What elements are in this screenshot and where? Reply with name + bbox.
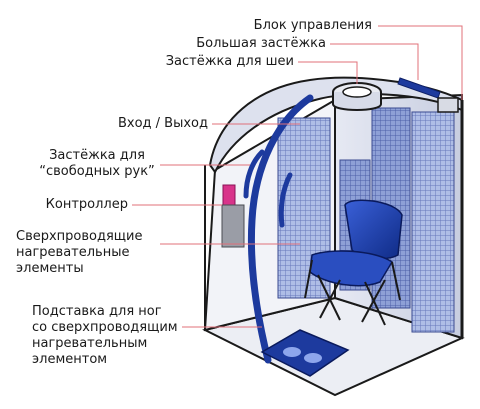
label-handsfree-zipper: Застёжка для “свободных рук”	[38, 148, 156, 180]
leader-neck-zipper	[298, 61, 358, 84]
label-big-zipper: Большая застёжка	[196, 36, 326, 51]
label-handsfree-line2: “свободных рук”	[39, 164, 155, 179]
leader-lines	[132, 25, 463, 328]
label-footrest-line4: элементом	[32, 352, 108, 367]
label-controller: Контроллер	[45, 197, 128, 212]
label-heating-line2: нагревательные	[16, 245, 130, 260]
label-control-unit: Блок управления	[253, 18, 372, 33]
label-neck-zipper: Застёжка для шеи	[165, 54, 294, 69]
controller-device	[221, 184, 245, 248]
handsfree-zipper-right	[278, 172, 293, 228]
neck-collar	[332, 82, 382, 111]
footrest	[260, 329, 350, 377]
label-heating-elements: Сверхпроводящие нагревательные элементы	[16, 229, 156, 277]
heating-panel-right	[411, 111, 455, 333]
label-footrest: Подставка для ног со сверхпроводящим наг…	[32, 304, 182, 368]
entrance-zipper	[247, 94, 314, 364]
label-footrest-line3: нагревательным	[32, 336, 148, 351]
label-footrest-line2: со сверхпроводящим	[32, 320, 178, 335]
leader-big-zipper	[330, 43, 419, 80]
label-heating-line3: элементы	[16, 261, 84, 276]
label-heating-line1: Сверхпроводящие	[16, 229, 143, 244]
chair	[304, 199, 403, 326]
handsfree-zipper-left	[243, 149, 265, 199]
label-footrest-line1: Подставка для ног	[32, 304, 162, 319]
label-handsfree-line1: Застёжка для	[49, 148, 145, 163]
leader-control-unit	[378, 25, 463, 100]
label-entrance-exit: Вход / Выход	[117, 116, 208, 131]
control-unit-box	[437, 97, 459, 113]
